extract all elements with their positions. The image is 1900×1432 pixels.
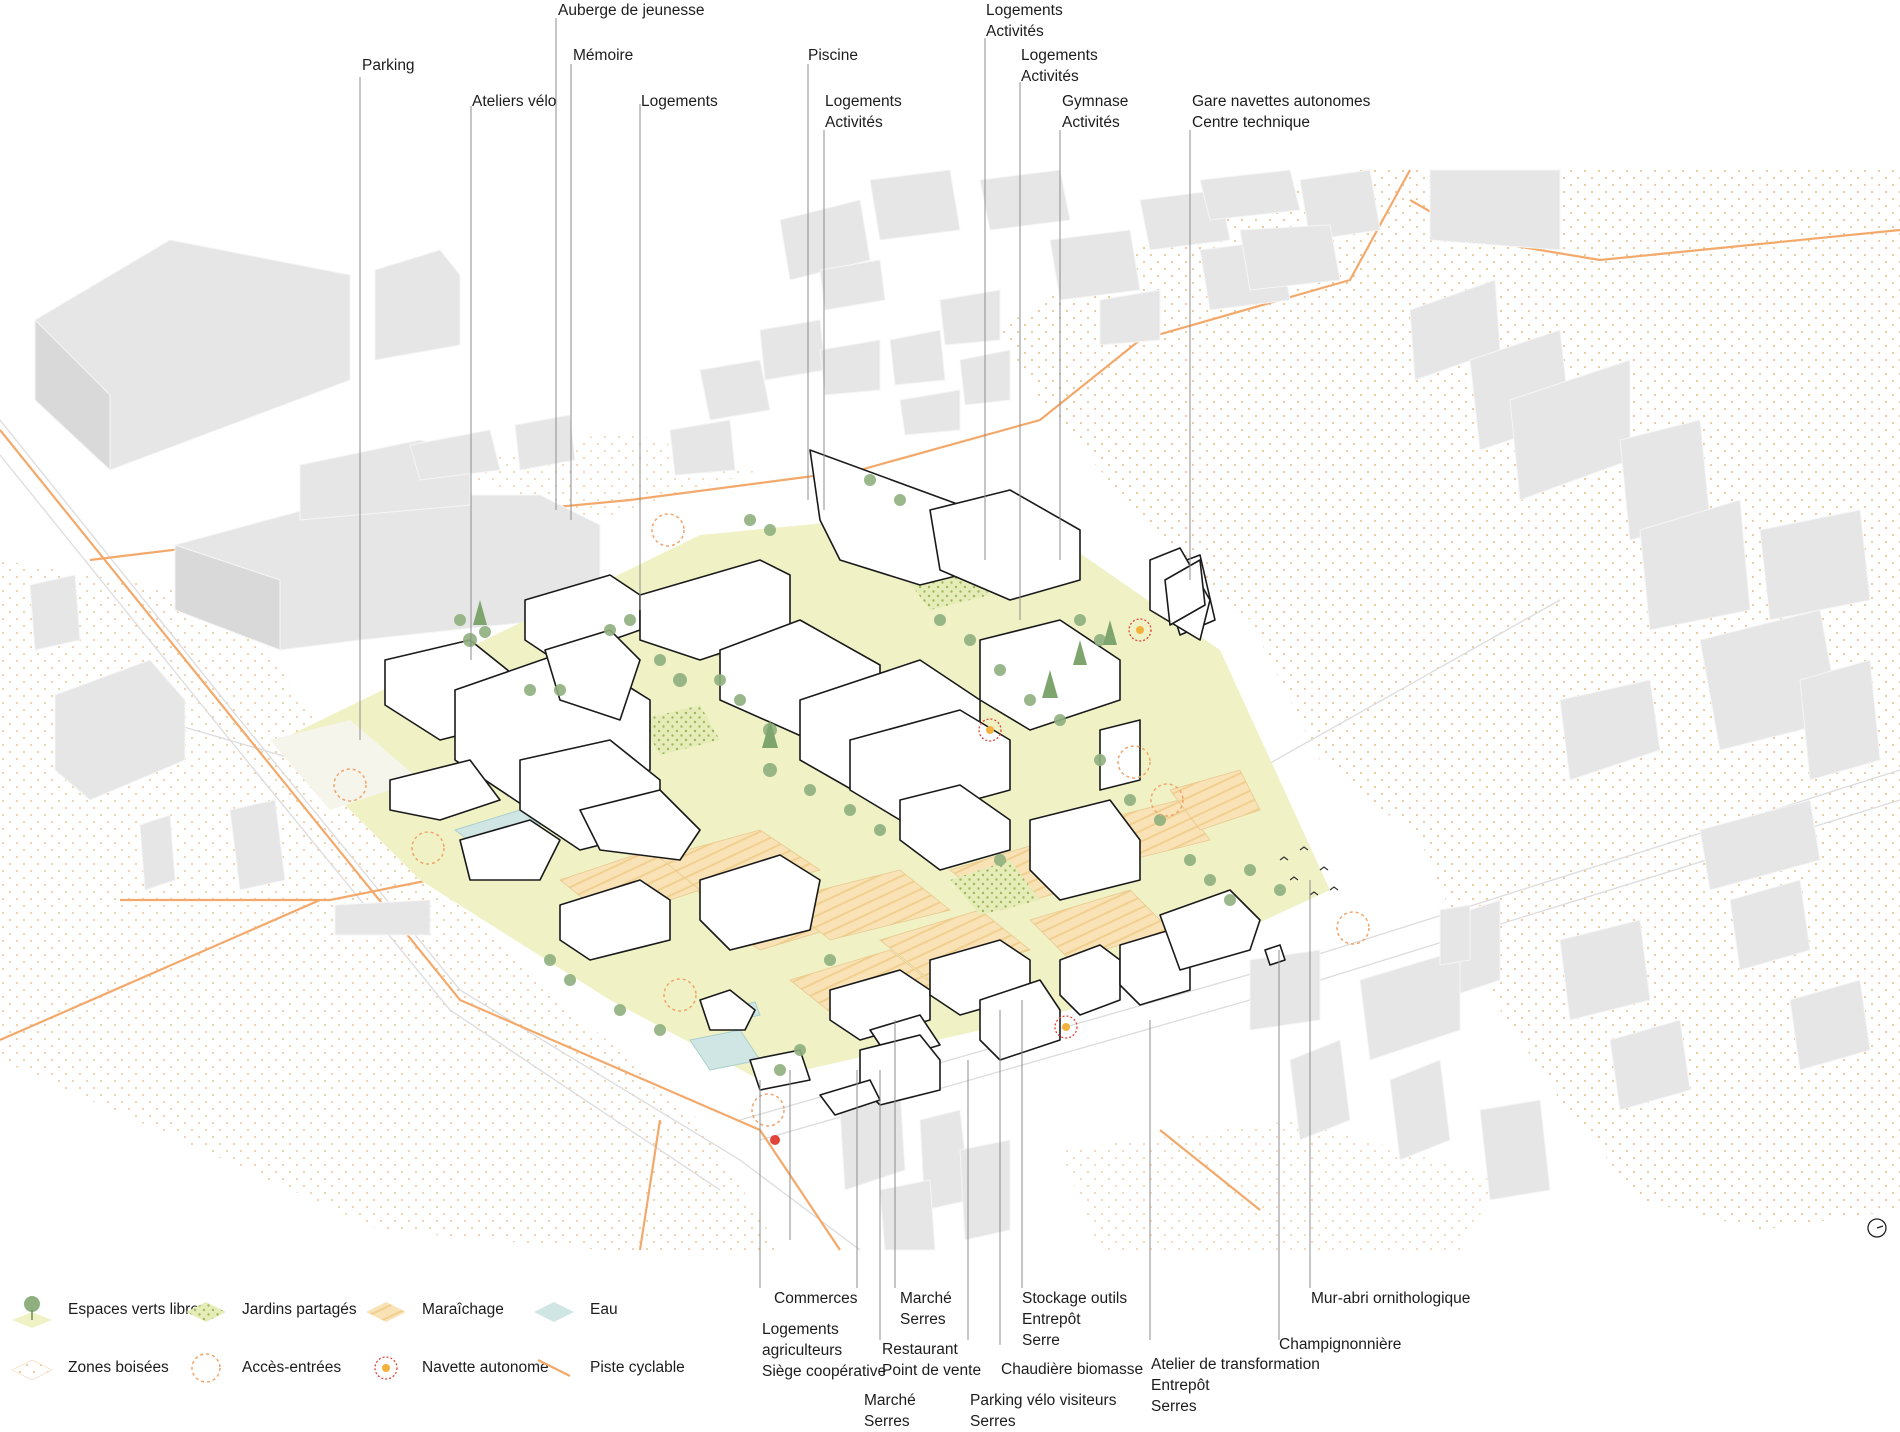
market-garden-icon — [366, 1302, 406, 1322]
label-line: Logements — [825, 93, 902, 110]
label-atelier-transformation: Atelier de transformation Entrepôt Serre… — [1151, 1354, 1320, 1417]
label-line: Logements — [1021, 47, 1098, 64]
label-line: Serres — [970, 1413, 1016, 1430]
label-line: Point de vente — [882, 1362, 982, 1379]
legend-item-access: Accès-entrées — [184, 1348, 341, 1388]
legend-label: Maraîchage — [422, 1301, 504, 1318]
label-line: Logements — [641, 93, 718, 110]
label-logements-activites-2: Logements Activités — [986, 0, 1063, 42]
woodland-icon — [11, 1359, 53, 1381]
label-line: Marché — [864, 1392, 916, 1409]
label-line: Parking vélo visiteurs — [970, 1392, 1117, 1409]
legend-item-cycle: Piste cyclable — [532, 1348, 685, 1388]
access-circle-icon — [191, 1353, 221, 1383]
legend-item-market: Maraîchage — [364, 1290, 504, 1330]
label-stockage: Stockage outils Entrepôt Serre — [1022, 1288, 1127, 1351]
label-memoire: Mémoire — [573, 45, 633, 66]
label-line: Entrepôt — [1151, 1377, 1210, 1394]
label-line: Logements — [986, 2, 1063, 19]
access-points — [333, 513, 1370, 1127]
legend-label: Accès-entrées — [242, 1359, 342, 1376]
garden-plot-icon — [186, 1302, 226, 1322]
label-line: Serres — [900, 1311, 946, 1328]
cycle-path-icon — [537, 1359, 571, 1377]
label-line: Ateliers vélo — [472, 93, 557, 110]
label-gare-navettes: Gare navettes autonomes Centre technique — [1192, 91, 1370, 133]
label-champignonniere: Champignonnière — [1279, 1334, 1401, 1355]
label-gymnase: Gymnase Activités — [1062, 91, 1128, 133]
legend-label: Zones boisées — [68, 1359, 169, 1376]
project-buildings — [384, 449, 1286, 1116]
label-line: Centre technique — [1192, 114, 1311, 131]
north-arrow-icon — [1867, 1218, 1887, 1238]
label-line: Parking — [362, 57, 415, 74]
label-line: Chaudière biomasse — [1001, 1361, 1144, 1378]
legend-label: Piste cyclable — [590, 1359, 685, 1376]
label-line: Siège coopérative — [762, 1363, 887, 1380]
legend-item-gardens: Jardins partagés — [184, 1290, 357, 1330]
label-line: Champignonnière — [1279, 1336, 1402, 1353]
label-line: Commerces — [774, 1290, 858, 1307]
label-line: Atelier de transformation — [1151, 1356, 1320, 1373]
label-logements-activites-3: Logements Activités — [1021, 45, 1098, 87]
water-icon — [534, 1302, 574, 1322]
legend-item-wood: Zones boisées — [10, 1348, 169, 1388]
label-line: Activités — [986, 23, 1044, 40]
label-line: Serres — [1151, 1398, 1197, 1415]
legend-label: Navette autonome — [422, 1359, 549, 1376]
label-ateliers-velo: Ateliers vélo — [472, 91, 556, 112]
label-parking: Parking — [362, 55, 415, 76]
label-line: Entrepôt — [1022, 1311, 1081, 1328]
label-line: Activités — [1062, 114, 1120, 131]
legend-label: Eau — [590, 1301, 618, 1318]
label-parking-velo: Parking vélo visiteurs Serres — [970, 1390, 1116, 1432]
label-piscine: Piscine — [808, 45, 858, 66]
label-line: Mur-abri ornithologique — [1311, 1290, 1471, 1307]
legend-item-shuttle: Navette autonome — [364, 1348, 549, 1388]
label-line: Serre — [1022, 1332, 1060, 1349]
shuttle-stops — [770, 618, 1152, 1145]
context-buildings — [29, 169, 1881, 1251]
shuttle-icon — [374, 1356, 398, 1380]
leader-lines — [359, 18, 1311, 1345]
legend-label: Jardins partagés — [242, 1301, 357, 1318]
label-logements-agriculteurs: Logements agriculteurs Siège coopérative — [762, 1319, 886, 1382]
label-line: Auberge de jeunesse — [558, 2, 705, 19]
label-commerces: Commerces — [774, 1288, 858, 1309]
tree-on-plot-icon — [12, 1296, 52, 1328]
legend-item-water: Eau — [532, 1290, 618, 1330]
label-marche-serres-2: Marché Serres — [864, 1390, 916, 1432]
label-line: Activités — [825, 114, 883, 131]
birds — [1279, 846, 1339, 896]
label-line: Logements — [762, 1321, 839, 1338]
label-logements-activites-1: Logements Activités — [825, 91, 902, 133]
legend-label: Espaces verts libres — [68, 1301, 207, 1318]
label-chaudiere: Chaudière biomasse — [1001, 1359, 1143, 1380]
label-line: Marché — [900, 1290, 952, 1307]
label-mur-abri: Mur-abri ornithologique — [1311, 1288, 1470, 1309]
label-auberge: Auberge de jeunesse — [558, 0, 705, 21]
label-restaurant: Restaurant Point de vente — [882, 1339, 981, 1381]
label-line: Stockage outils — [1022, 1290, 1128, 1307]
label-line: Activités — [1021, 68, 1079, 85]
label-line: agriculteurs — [762, 1342, 843, 1359]
conifer-trees — [473, 600, 1117, 748]
label-line: Serres — [864, 1413, 910, 1430]
label-marche-serres-1: Marché Serres — [900, 1288, 952, 1330]
legend-item-green: Espaces verts libres — [10, 1290, 207, 1330]
label-line: Gare navettes autonomes — [1192, 93, 1371, 110]
label-line: Piscine — [808, 47, 858, 64]
label-line: Gymnase — [1062, 93, 1129, 110]
label-line: Restaurant — [882, 1341, 958, 1358]
label-line: Mémoire — [573, 47, 634, 64]
label-logements: Logements — [641, 91, 718, 112]
